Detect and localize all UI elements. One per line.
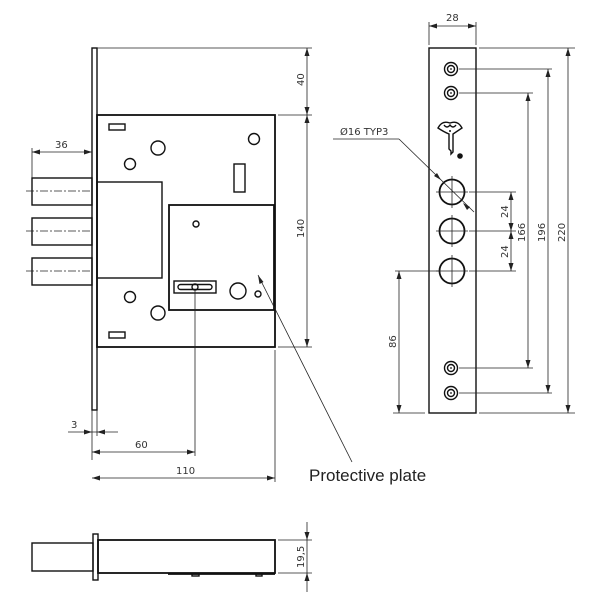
bolts bbox=[26, 177, 93, 286]
hole bbox=[254, 290, 262, 298]
dim-inner-screw-spacing: 166 bbox=[517, 223, 528, 242]
hole-note: Ø16 TYP3 bbox=[340, 126, 388, 138]
slot bbox=[108, 331, 126, 339]
dim-hole-spacing-lower: 24 bbox=[500, 245, 511, 258]
bolt-hole bbox=[436, 176, 468, 208]
callout-leader bbox=[257, 274, 353, 463]
body-end bbox=[97, 539, 276, 574]
dim-faceplate-length: 220 bbox=[557, 223, 568, 242]
screw-hole-icon bbox=[443, 85, 459, 101]
lock-body bbox=[96, 114, 276, 348]
dim-body-width: 110 bbox=[176, 466, 195, 477]
callout-protective-plate: Protective plate bbox=[309, 466, 426, 485]
dim-side-top-offset: 40 bbox=[296, 73, 307, 86]
screw-hole-icon bbox=[443, 385, 459, 401]
hole bbox=[150, 140, 166, 156]
hole bbox=[150, 305, 166, 321]
dim-hole-spacing-upper: 24 bbox=[500, 205, 511, 218]
dim-faceplate-thickness: 3 bbox=[71, 420, 77, 431]
screw-hole-icon bbox=[443, 360, 459, 376]
bolt-housing bbox=[96, 181, 163, 279]
front-view: Ø16 TYP3 28 24 24 166 196 bbox=[333, 13, 575, 414]
dim-bolt-projection: 36 bbox=[55, 140, 68, 151]
bolt bbox=[31, 177, 93, 206]
dim-side-body-height: 140 bbox=[296, 219, 307, 238]
key-icon bbox=[437, 121, 463, 159]
dim-backset: 60 bbox=[135, 440, 148, 451]
hole bbox=[123, 290, 137, 304]
dim-outer-screw-spacing: 196 bbox=[537, 223, 548, 242]
bolt bbox=[31, 257, 93, 286]
dim-body-depth: 19,5 bbox=[296, 546, 307, 568]
hole bbox=[247, 132, 261, 146]
bolt-hole bbox=[436, 215, 468, 247]
bottom-view: 19,5 bbox=[31, 522, 312, 592]
screw-hole-icon bbox=[443, 61, 459, 77]
hole bbox=[123, 157, 137, 171]
hole bbox=[229, 282, 247, 300]
bolt-hole bbox=[436, 255, 468, 287]
dim-lower-hole-height: 86 bbox=[388, 335, 399, 348]
bolt bbox=[31, 217, 93, 246]
faceplate-front bbox=[428, 47, 477, 414]
slot bbox=[108, 123, 126, 131]
latch-slot bbox=[233, 163, 246, 193]
dim-faceplate-width: 28 bbox=[446, 13, 459, 24]
hole bbox=[192, 220, 200, 228]
bolt-end bbox=[31, 542, 94, 572]
side-view: 40 140 36 3 60 110 Protective plate bbox=[26, 47, 426, 485]
protective-plate bbox=[168, 204, 275, 311]
